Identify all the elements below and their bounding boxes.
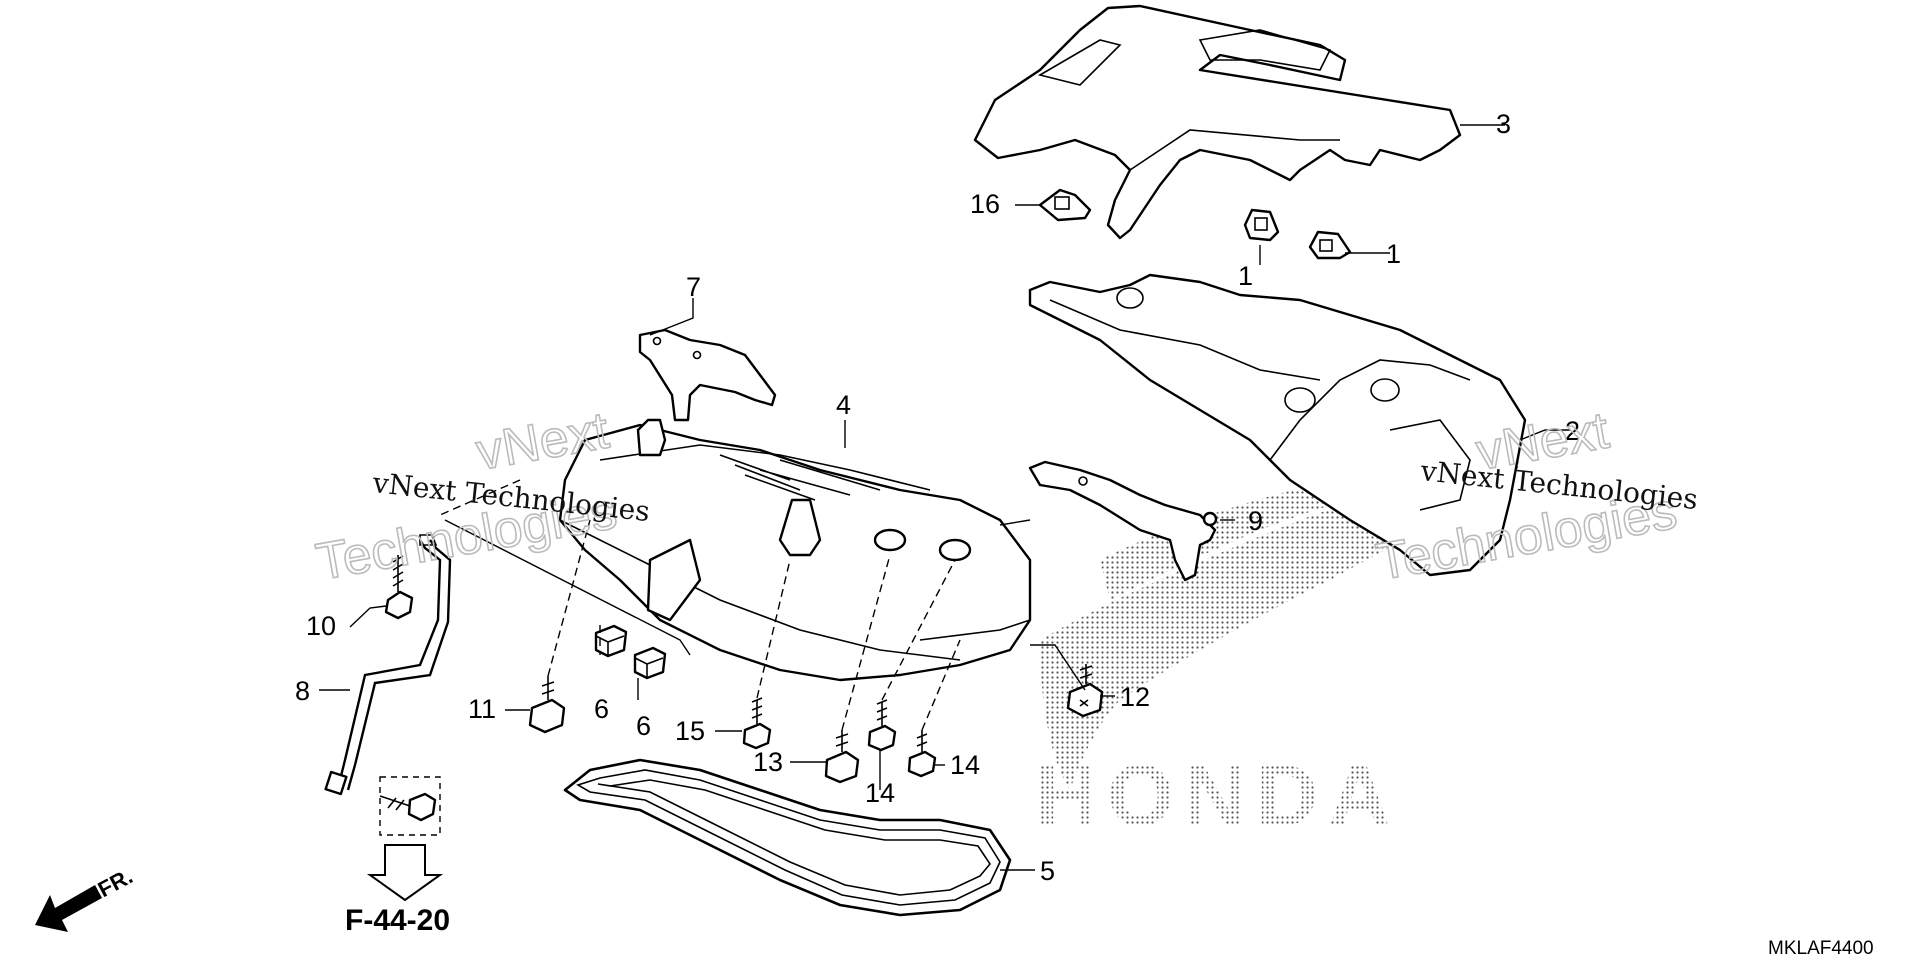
leader-lines [319,124,1570,871]
callout-6a: 6 [594,694,609,724]
part-1-clip-a [1243,208,1280,242]
callout-5: 5 [1040,856,1055,886]
part-3-upper-cover [973,4,1462,240]
part-8-cable [324,534,452,796]
part-11-bolt [528,676,566,734]
part-5-seal-ring [563,758,1012,917]
part-10-screw [384,555,414,620]
reference-screw [379,776,441,836]
part-6-pad-a [594,624,628,658]
callout-1b: 1 [1386,239,1401,269]
reference-arrow: F-44-20 [345,844,450,937]
honda-text: HONDA [1035,748,1400,844]
callout-11: 11 [468,694,496,724]
part-1-clip-b [1308,230,1352,260]
callout-labels: 3 16 1 1 2 4 7 9 10 8 11 6 6 12 15 13 14… [295,109,1580,886]
part-4-meter-housing [558,418,1032,682]
part-7-bracket [638,328,777,422]
callout-14a: 14 [865,778,895,808]
reference-label: F-44-20 [345,904,450,937]
callout-16: 16 [970,189,1000,219]
callout-4: 4 [836,390,851,420]
callout-6b: 6 [636,711,651,741]
part-2-lower-cover [1028,273,1527,577]
callout-13: 13 [753,747,783,777]
diagram-code: MKLAF4400 [1768,938,1874,959]
callout-9: 9 [1248,506,1263,536]
callout-1a: 1 [1238,261,1253,291]
part-14-screw-b [907,730,937,778]
part-16-clip [1038,188,1092,222]
callout-2: 2 [1565,416,1580,446]
front-arrow: FR. [35,863,137,932]
callout-15: 15 [675,716,705,746]
callout-10: 10 [306,611,336,641]
part-13-bolt [824,730,860,784]
callout-7: 7 [686,272,701,302]
part-12-bolt [1066,664,1104,718]
part-9-bracket [1028,460,1218,582]
part-14-screw-a [867,699,897,752]
callout-3: 3 [1496,109,1511,139]
part-15-screw [742,697,772,750]
callout-8: 8 [295,676,310,706]
callout-12: 12 [1120,682,1150,712]
part-6-pad-b [633,646,667,680]
callout-14b: 14 [950,750,980,780]
